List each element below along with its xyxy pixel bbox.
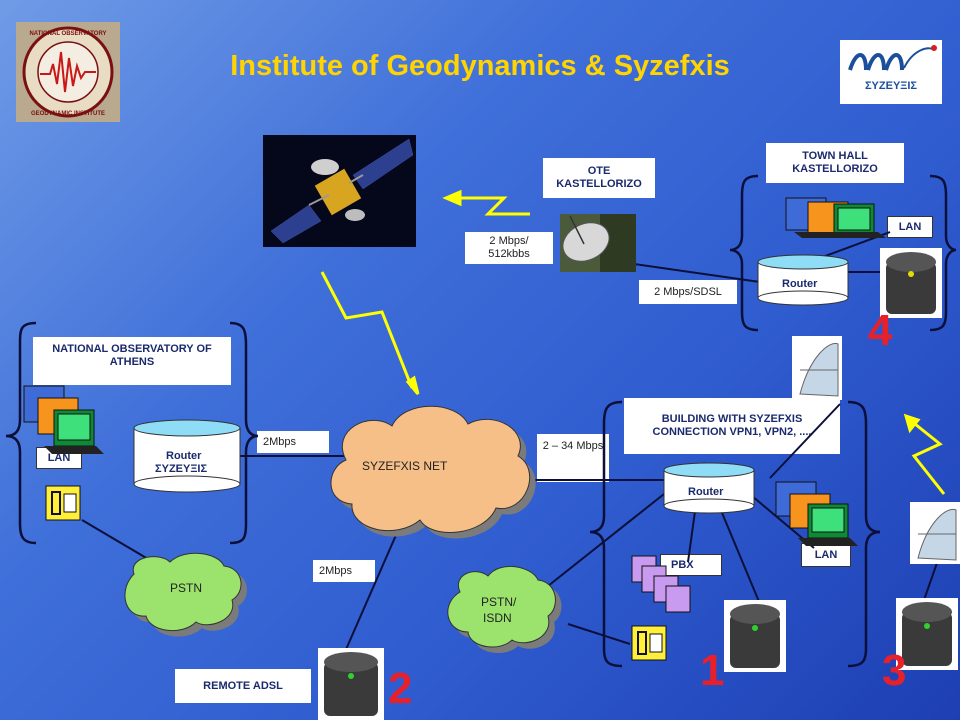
svg-text:GEODYNAMIC INSTITUTE: GEODYNAMIC INSTITUTE	[31, 111, 105, 117]
pstn-label: PSTN	[170, 581, 202, 595]
building-antenna-icon	[792, 336, 842, 400]
town-hall-right-bracket	[929, 174, 957, 332]
observatory-logo: NATIONAL OBSERVATORY GEODYNAMIC INSTITUT…	[16, 22, 120, 122]
site-number-3: 3	[882, 646, 907, 695]
noa-right-bracket	[229, 321, 259, 545]
svg-text:NATIONAL OBSERVATORY: NATIONAL OBSERVATORY	[29, 31, 106, 37]
building-label: BUILDING WITH SYZEFXIS CONNECTION VPN1, …	[624, 398, 840, 454]
building-router: Router	[663, 462, 755, 514]
syzefxis-net-label: SYZEFXIS NET	[362, 459, 448, 473]
noa-phone-icon	[45, 485, 81, 521]
lightning-building-arrowhead	[903, 413, 921, 434]
noa-computers-icon	[23, 385, 104, 454]
sdsl-link-label: 2 Mbps/SDSL	[639, 280, 737, 304]
syzefxis-logo-text: ΣΥΖΕΥΞΙΣ	[864, 80, 918, 92]
building-sensor-1-icon	[724, 600, 786, 672]
pbx-phones-icon	[631, 555, 691, 613]
remote-antenna-icon	[910, 502, 960, 564]
site-number-4: 4	[868, 306, 893, 355]
lightning-ote-arrowhead	[442, 189, 462, 207]
remote-link-label: 2Mbps	[313, 560, 375, 582]
ote-dish-to-router-line	[619, 261, 761, 283]
building-link-label: 2 – 34 Mbps	[537, 434, 609, 482]
town-hall-lan-label: LAN	[887, 216, 933, 238]
town-hall-computers-icon	[785, 197, 886, 238]
satellite-image	[263, 135, 416, 247]
building-phone-icon	[631, 625, 667, 661]
lightning-satellite-to-net	[320, 271, 414, 389]
town-hall-sensor-icon	[880, 248, 942, 318]
phone-to-pstn-isdn-line	[567, 623, 631, 645]
building-router-label: Router	[688, 486, 724, 498]
lightning-ote-to-satellite	[456, 196, 530, 216]
pstn-isdn-to-router-line	[547, 493, 665, 587]
national-observatory-label: NATIONAL OBSERVATORY OF ATHENS	[33, 337, 231, 385]
lightning-satellite-to-net-head	[405, 375, 420, 395]
building-left-bracket	[589, 400, 623, 668]
noa-left-bracket	[5, 321, 37, 545]
syzefxis-logo: ΣΥΖΕΥΞΙΣ	[840, 40, 942, 104]
building-router-to-antenna-line	[769, 403, 841, 479]
pstn-isdn-label-1: PSTN/	[481, 595, 517, 609]
remote-sensor-icon	[318, 648, 384, 720]
net-to-remote-line	[343, 525, 401, 655]
noa-router-label-1: Router	[166, 450, 202, 462]
building-router-to-sensor1-line	[719, 507, 761, 605]
noa-router-label-2: ΣΥΖΕΥΞΙΣ	[155, 463, 207, 475]
town-hall-router-label: Router	[782, 278, 818, 290]
ote-satellite-dish-icon	[560, 214, 636, 272]
satellite-link-label: 2 Mbps/ 512kbbs	[465, 232, 553, 264]
lightning-building-to-remote	[909, 418, 946, 495]
site-number-1: 1	[700, 646, 725, 695]
town-hall-left-bracket	[729, 174, 759, 332]
noa-router: Router ΣΥΖΕΥΞΙΣ	[133, 419, 241, 493]
page-title: Institute of Geodynamics & Syzefxis	[230, 50, 730, 82]
ote-kastellorizo-label: OTE KASTELLORIZO	[543, 158, 655, 198]
building-router-to-pbx-line	[687, 503, 697, 563]
sensor3-to-antenna-line	[923, 559, 939, 601]
pstn-isdn-label-2: ISDN	[483, 611, 512, 625]
town-hall-router: Router	[757, 254, 849, 306]
noa-link-label: 2Mbps	[257, 431, 329, 453]
building-right-bracket	[847, 400, 881, 668]
remote-adsl-label: REMOTE ADSL	[175, 669, 311, 703]
building-computers-icon	[775, 481, 858, 546]
town-hall-label: TOWN HALL KASTELLORIZO	[766, 143, 904, 183]
building-sensor-3-icon	[896, 598, 958, 670]
site-number-2: 2	[388, 664, 413, 713]
